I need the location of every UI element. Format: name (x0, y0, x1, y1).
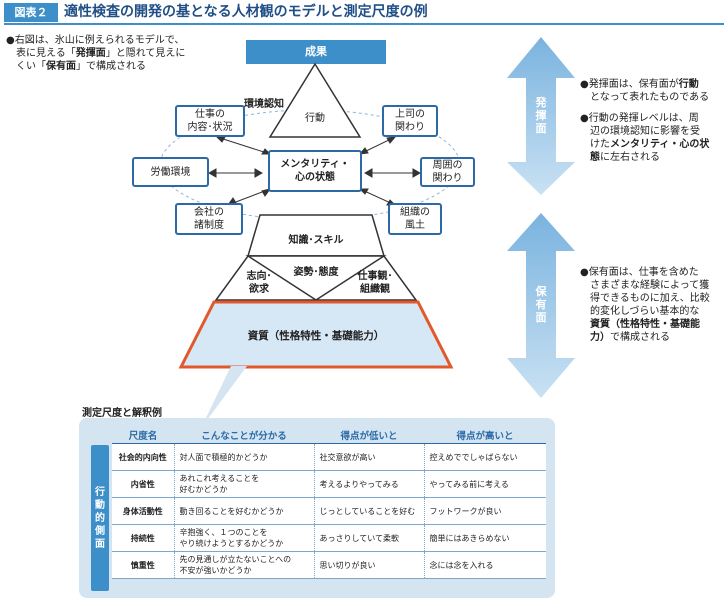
scale-name: 身体活動性 (112, 497, 174, 525)
env-box-company-system: 会社の 諸制度 (175, 203, 243, 235)
table-row: 慎重性 先の見通しが立たないことへの 不安が強いかどうか 思い切りが良い 念には… (112, 551, 546, 579)
env-box-work-content: 仕事の 内容･状況 (175, 105, 245, 137)
scale-high: フットワークが良い (423, 497, 546, 525)
header-what: こんなことが分かる (174, 427, 314, 444)
koudou-triangle (268, 62, 362, 138)
table-row: 内省性 あれこれ考えることを 好むかどうか 考えるよりやってみる やってみる前に… (112, 470, 546, 498)
arrow-hoyu-label: 保有面 (535, 285, 547, 324)
arrow-hakki (507, 37, 575, 195)
left-note: ●右図は、氷山に例えられるモデルで、 表に見える「発揮面」と隠れて見えに くい「… (6, 34, 221, 73)
header-high: 得点が高いと (424, 427, 546, 444)
scale-name: 持続性 (112, 524, 174, 552)
measure-label: 測定尺度と解釈例 (82, 408, 162, 419)
measure-header-row: 尺度名 こんなことが分かる 得点が低いと 得点が高いと (112, 427, 546, 444)
table-row: 持続性 辛抱強く、１つのことを やり続けようとするかどうか あっさりしていて柔軟… (112, 524, 546, 552)
scale-high: 念には念を入れる (423, 551, 546, 579)
scale-desc: あれこれ考えることを 好むかどうか (173, 470, 314, 498)
scale-name: 慎重性 (112, 551, 174, 579)
scale-desc: 先の見通しが立たないことへの 不安が強いかどうか (173, 551, 314, 579)
scale-desc: 対人面で積極的かどうか (173, 443, 314, 471)
header-scale: 尺度名 (112, 427, 174, 444)
scale-low: あっさりしていて柔軟 (313, 524, 424, 552)
scale-low: じっとしていることを好む (313, 497, 424, 525)
figure-title: 適性検査の開発の基となる人材観のモデルと測定尺度の例 (64, 4, 428, 20)
table-row: 身体活動性 動き回ることを好むかどうか じっとしていることを好む フットワークが… (112, 497, 546, 525)
figure-label: 図表２ (4, 3, 58, 22)
measure-table: 尺度名 こんなことが分かる 得点が低いと 得点が高いと 社会的内向性 対人面で積… (112, 427, 546, 579)
scale-desc: 辛抱強く、１つのことを やり続けようとするかどうか (173, 524, 314, 552)
scale-name: 内省性 (112, 470, 174, 498)
scale-low: 考えるよりやってみる (313, 470, 424, 498)
seika-bar (246, 40, 386, 64)
scale-desc: 動き回ることを好むかどうか (173, 497, 314, 525)
left-note-line2: 表に見える「発揮面」と隠れて見えに (16, 48, 186, 59)
arrow-hoyu (507, 213, 575, 398)
pyramid-middle-label: 姿勢･態度 (293, 267, 339, 278)
right-note-3: ●保有面は、仕事を含めた さまざまな経験によって獲 得できるものに加え、比較 的… (580, 267, 710, 343)
env-box-org-culture: 組織の 風土 (388, 203, 442, 235)
table-row: 社会的内向性 対人面で積極的かどうか 社交意欲が高い 控えめででしゃばらない (112, 443, 546, 471)
right-note-2: ●行動の発揮レベルは、周 辺の環境認知に影響を受 けたメンタリティ・心の状 態に… (580, 113, 710, 163)
scale-low: 社交意欲が高い (313, 443, 424, 471)
right-note-1: ●発揮面は、保有面が行動 となって表れたものである (580, 79, 710, 103)
callout-pointer (205, 366, 247, 420)
left-note-line3: くい「保有面」で構成される (16, 61, 146, 72)
left-note-line1: ●右図は、氷山に例えられるモデルで、 (6, 35, 185, 46)
pyramid-base-label: 資質（性格特性・基礎能力） (247, 330, 385, 342)
koudou-label: 行動 (305, 113, 325, 124)
scale-name: 社会的内向性 (112, 443, 174, 471)
env-box-work-environment: 労働環境 (132, 157, 209, 187)
title-rule (4, 23, 724, 25)
pyramid-base (178, 300, 454, 369)
scale-low: 思い切りが良い (313, 551, 424, 579)
kankyo-label: 環境認知 (244, 99, 284, 110)
scale-high: 簡単にはあきらめない (423, 524, 546, 552)
seika-label: 成果 (305, 45, 327, 58)
pyramid-left-label: 志向･ 欲求 (246, 271, 272, 295)
env-box-boss: 上司の 関わり (382, 105, 438, 137)
measure-side-label: 行動的側面 (91, 445, 109, 591)
env-arrows (207, 136, 422, 206)
mentality-box: メンタリティ・ 心の状態 (268, 150, 362, 192)
env-box-surroundings: 周囲の 関わり (420, 157, 475, 187)
scale-high: やってみる前に考える (423, 470, 546, 498)
arrow-hakki-label: 発揮面 (535, 96, 547, 135)
pyramid-middle-triangle (245, 255, 387, 301)
scale-high: 控えめででしゃばらない (423, 443, 546, 471)
pyramid-top-label: 知識･スキル (288, 235, 344, 246)
header-low: 得点が低いと (314, 427, 424, 444)
pyramid-right-label: 仕事観･ 組織観 (357, 271, 393, 295)
